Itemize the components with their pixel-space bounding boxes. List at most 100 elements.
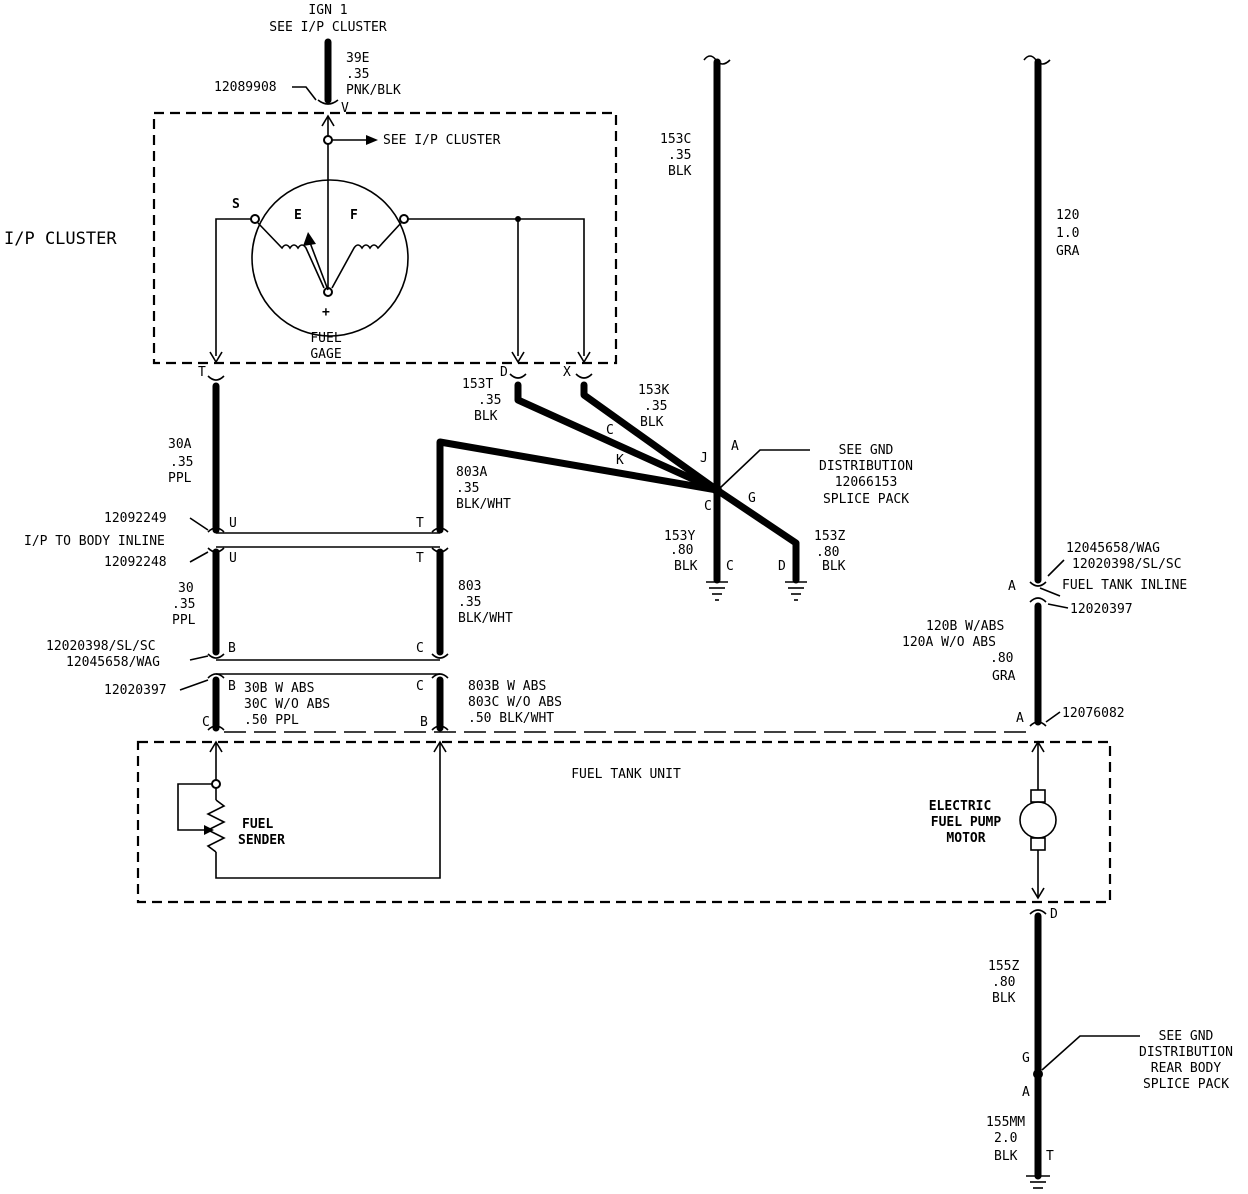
pump-label-1: ELECTRIC <box>929 799 992 814</box>
cap-x <box>575 373 593 379</box>
ground-icon <box>1026 1175 1050 1189</box>
leader-12076082 <box>1045 711 1061 723</box>
wire-30-size: .35 <box>172 597 195 612</box>
wire-155z-id: 155Z <box>988 959 1019 974</box>
return-arrow <box>433 740 447 753</box>
rear-pin-g: G <box>1022 1051 1030 1066</box>
wire-153c-id: 153C <box>660 132 691 147</box>
sender-wiper-wire <box>177 783 212 831</box>
terminal-f <box>399 214 409 224</box>
cap-t1 <box>431 527 449 533</box>
splice-distribution: DISTRIBUTION <box>819 459 913 474</box>
wire-120-id: 120 <box>1056 208 1079 223</box>
conn2-pin-c1: C <box>416 641 424 656</box>
coil-e <box>257 222 325 289</box>
cap-c2 <box>431 673 449 679</box>
wire-803a-color: BLK/WHT <box>456 497 511 512</box>
leader-12020397 <box>179 679 209 691</box>
ft-inline-12020398: 12020398/SL/SC <box>1072 557 1182 572</box>
cap-t <box>207 375 225 381</box>
wire-803b-line2: 803C W/O ABS <box>468 695 562 710</box>
wire-153y-color: BLK <box>674 559 698 574</box>
wire-155z-size: .80 <box>992 975 1015 990</box>
conn2-pin-b3: B <box>420 715 428 730</box>
wire-120b-line2: 120A W/O ABS <box>902 635 996 650</box>
splice-wire-k: K <box>616 453 624 468</box>
wire-153k <box>580 381 721 494</box>
cap-pump-a <box>1029 721 1047 727</box>
leader-rear-splice <box>1041 1035 1140 1071</box>
leader-12092249 <box>189 517 209 531</box>
connector-12045658: 12045658/WAG <box>66 655 160 670</box>
wire-153t-id: 153T <box>462 377 493 392</box>
rear-body: REAR BODY <box>1151 1061 1222 1076</box>
cap-c1 <box>431 653 449 659</box>
wire-155z-color: BLK <box>992 991 1016 1006</box>
wire-803b-line3: .50 BLK/WHT <box>468 711 554 726</box>
leader-12089908 <box>292 86 317 101</box>
ft-inline-pin-a: A <box>1008 579 1016 594</box>
wire-30b-line1: 30B W ABS <box>244 681 314 696</box>
wire-153z-color: BLK <box>822 559 846 574</box>
wire-153z-id: 153Z <box>814 529 845 544</box>
cap-b3 <box>431 725 449 731</box>
rear-distribution: DISTRIBUTION <box>1139 1045 1233 1060</box>
wire-39e-size: .35 <box>346 67 369 82</box>
ground-pin-c: C <box>726 559 734 574</box>
arrow-d <box>511 351 525 364</box>
terminal-s <box>250 214 260 224</box>
fuel-sender-label-2: SENDER <box>238 833 285 848</box>
label-f: F <box>350 208 358 223</box>
inline-pin-t1: T <box>416 516 424 531</box>
ft-inline-bracket <box>1039 587 1061 597</box>
pump-motor-icon <box>1019 801 1057 839</box>
wire-120-color: GRA <box>1056 244 1080 259</box>
pin-d: D <box>500 365 508 380</box>
ground-icon <box>706 581 728 601</box>
wire-153k-id: 153K <box>638 383 669 398</box>
wire-153k-size: .35 <box>644 399 667 414</box>
ip-to-body-inline-label: I/P TO BODY INLINE <box>24 534 165 549</box>
splice-pack: SPLICE PACK <box>823 492 909 507</box>
connector-12092249: 12092249 <box>104 511 167 526</box>
wire-803b-line1: 803B W ABS <box>468 679 546 694</box>
wire-803a-id: 803A <box>456 465 487 480</box>
inline-pin-u1: U <box>229 516 237 531</box>
sender-return-wire <box>215 742 441 879</box>
ground-pin-d: D <box>778 559 786 574</box>
ip-cluster-label: I/P CLUSTER <box>4 229 117 249</box>
cap-d <box>509 373 527 379</box>
wire-120b-size: .80 <box>990 651 1013 666</box>
terminal-12076082: 12076082 <box>1062 706 1125 721</box>
fuel-tank-unit-label: FUEL TANK UNIT <box>571 767 681 782</box>
gauge-needle <box>308 239 329 291</box>
wire-153t <box>514 381 721 494</box>
wire-803a <box>436 438 721 516</box>
rear-splice-point <box>1033 1069 1043 1079</box>
wire-39e-color: PNK/BLK <box>346 83 401 98</box>
rear-pin-a: A <box>1022 1085 1030 1100</box>
arrow-x <box>577 351 591 364</box>
wire-153y-id: 153Y <box>664 529 695 544</box>
rear-splice-pack: SPLICE PACK <box>1143 1077 1229 1092</box>
label-s: S <box>232 197 240 212</box>
fuel-sender-label-1: FUEL <box>242 817 273 832</box>
fuel-gage-label-1: FUEL <box>310 331 341 346</box>
ground-icon <box>785 581 807 601</box>
wire-153y-size: .80 <box>670 543 693 558</box>
ign1-see-label: SEE I/P CLUSTER <box>269 20 387 35</box>
splice-see-gnd: SEE GND <box>839 443 894 458</box>
junction-dot <box>515 216 521 222</box>
f-to-x-wire <box>408 218 585 356</box>
wire-153t-color: BLK <box>474 409 498 424</box>
wire-803-color: BLK/WHT <box>458 611 513 626</box>
splice-pin-g: G <box>748 491 756 506</box>
wire-153k-color: BLK <box>640 415 664 430</box>
wire-803-size: .35 <box>458 595 481 610</box>
conn2-pin-c2: C <box>416 679 424 694</box>
wire-155mm-size: 2.0 <box>994 1131 1017 1146</box>
connector-v <box>317 99 339 105</box>
wire-153c-size: .35 <box>668 148 691 163</box>
leader-splice <box>719 449 810 489</box>
arrow-right-icon <box>366 135 378 145</box>
